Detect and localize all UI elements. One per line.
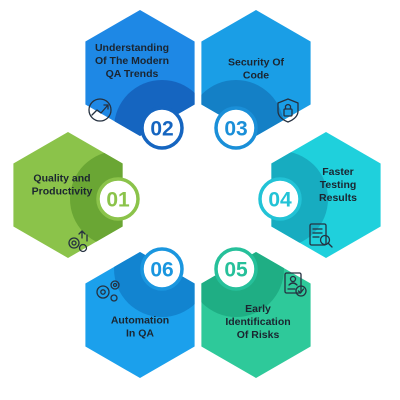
step-03-badge: 03 bbox=[214, 106, 258, 150]
checklist-search-icon bbox=[309, 223, 333, 248]
step-number: 01 bbox=[106, 189, 130, 212]
step-number: 05 bbox=[224, 259, 248, 282]
trend-chart-icon bbox=[88, 98, 112, 122]
label-line: Productivity bbox=[32, 186, 93, 198]
gears-automation-icon bbox=[96, 280, 120, 302]
label-line: Understanding bbox=[95, 42, 169, 54]
label-line: Code bbox=[243, 70, 269, 82]
label-line: Automation bbox=[111, 315, 169, 327]
badge-ring bbox=[140, 247, 184, 291]
step-04-badge: 04 bbox=[258, 177, 302, 221]
step-01-badge: 01 bbox=[96, 177, 140, 221]
step-05-badge: 05 bbox=[214, 247, 258, 291]
gears-growth-icon bbox=[68, 230, 88, 253]
label-line: Of The Modern bbox=[95, 55, 169, 67]
label-line: Faster bbox=[322, 166, 354, 178]
label-line: Quality and bbox=[33, 173, 90, 185]
label-line: In QA bbox=[126, 328, 154, 340]
step-number: 06 bbox=[150, 259, 173, 282]
shield-lock-icon bbox=[277, 98, 299, 123]
label-line: Testing bbox=[320, 179, 357, 191]
badge-ring bbox=[214, 247, 258, 291]
step-06-badge: 06 bbox=[140, 247, 184, 291]
label-line: QA Trends bbox=[106, 68, 159, 80]
label-line: Early bbox=[245, 303, 271, 315]
label-line: Results bbox=[319, 192, 357, 204]
id-card-check-icon bbox=[284, 272, 307, 297]
badge-ring bbox=[96, 177, 140, 221]
label-line: Security Of bbox=[228, 57, 285, 69]
badge-ring bbox=[140, 106, 184, 150]
badge-ring bbox=[214, 106, 258, 150]
label-line: Of Risks bbox=[237, 329, 280, 341]
badge-ring bbox=[258, 177, 302, 221]
step-02-badge: 02 bbox=[140, 106, 184, 150]
step-number: 03 bbox=[224, 118, 247, 141]
step-number: 02 bbox=[150, 118, 173, 141]
label-line: Identification bbox=[225, 316, 290, 328]
step-number: 04 bbox=[268, 189, 292, 212]
